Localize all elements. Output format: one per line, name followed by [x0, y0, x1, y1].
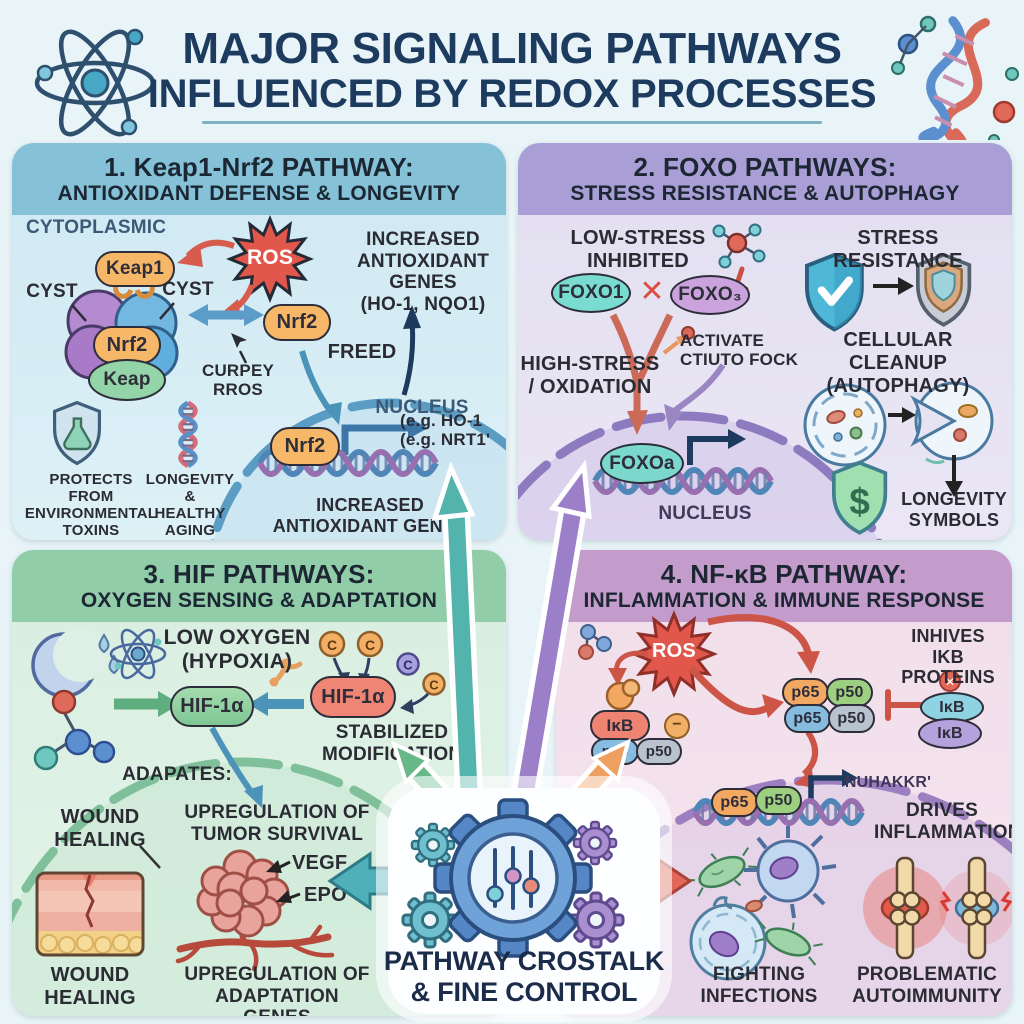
- p65-top-pill: p65: [782, 678, 829, 707]
- ros-label-q4: ROS: [652, 640, 696, 662]
- p65-nucleus-pill: p65: [711, 788, 758, 817]
- drives-inflammation-label: DRIVES INFLAMMATION: [874, 800, 1012, 843]
- foxo1-pill: FOXO1: [551, 273, 631, 313]
- dollar-shield-icon: $: [831, 460, 888, 535]
- pathway-crosstalk-label: PATHWAY CROSTALK & FINE CONTROL: [383, 946, 665, 1008]
- p65-mid-pill: p65: [784, 704, 831, 733]
- c-glyph-4: C: [429, 678, 439, 693]
- panel3-title: 3. HIF PATHWAYS:: [143, 558, 375, 589]
- panel4-header: 4. NF-κB PATHWAY: INFLAMMATION & IMMUNE …: [556, 550, 1012, 622]
- nuhakkr-label: NUHAKKR': [844, 774, 932, 791]
- nrf2-nucleus-pill: Nrf2: [270, 427, 340, 466]
- panel3-subtitle: OXYGEN SENSING & ADAPTATION: [80, 588, 438, 612]
- p50-left-pill: p50: [636, 738, 682, 765]
- low-oxygen-label: LOW OXYGEN (HYPOXIA): [163, 626, 311, 673]
- skin-cross-section-icon: [35, 871, 145, 957]
- page-title-line1: MAJOR SIGNALING PATHWAYS: [182, 24, 842, 73]
- title-underline: [202, 121, 822, 124]
- hif1a-stabilized-pill: HIF-1α: [310, 676, 396, 718]
- minus-circle: −: [664, 713, 690, 739]
- panel1-header: 1. Keap1-Nrf2 PATHWAY: ANTIOXIDANT DEFEN…: [12, 143, 506, 215]
- panel3-header: 3. HIF PATHWAYS: OXYGEN SENSING & ADAPTA…: [12, 550, 506, 622]
- moon-icon: [31, 628, 120, 698]
- activate-label: ACTIVATE CTIUTO FOCK: [680, 331, 799, 370]
- wound-healing-caption: WOUND HEALING: [44, 964, 136, 1009]
- upregulation-adaptation-caption: UPREGULATION OF ADAPTATION GENES: [184, 964, 370, 1016]
- panel2-title: 2. FOXO PATHWAYS:: [633, 151, 897, 182]
- cellular-cleanup-label: CELLULAR CLEANUP (AUTOPHAGY): [826, 329, 970, 397]
- freed-label: FREED: [327, 341, 397, 363]
- nucleus-label-q2: NUCLEUS: [658, 503, 752, 524]
- bacterium-icon-2: [754, 921, 823, 966]
- stress-resistance-label: STRESS RESISTANCE: [833, 227, 963, 272]
- keap-pill: Keap: [88, 359, 166, 401]
- vegf-label: VEGF: [292, 852, 348, 874]
- wound-healing-label: WOUND HEALING: [54, 806, 146, 851]
- inhives-label: INHIVES IKB PROTEINS: [901, 626, 995, 688]
- dna-icon: [178, 400, 198, 468]
- oxygen-molecule-icon: [33, 689, 116, 771]
- panel4-title: 4. NF-κB PATHWAY:: [660, 558, 908, 589]
- fighting-infections-label: FIGHTING INFECTIONS: [700, 964, 818, 1007]
- low-stress-label: LOW-STRESS INHIBITED: [570, 227, 706, 272]
- stabilized-label: STABILIZED MODIFICATION: [322, 722, 463, 765]
- ikb-left-pill: IκB: [590, 710, 650, 741]
- immune-cell-icon: [744, 826, 837, 919]
- c-glyph-3: C: [403, 658, 413, 673]
- adapates-label: ADAPATES:: [122, 764, 232, 785]
- upregulation-tumor-label: UPREGULATION OF TUMOR SURVIVAL: [184, 802, 370, 845]
- panel2-header: 2. FOXO PATHWAYS: STRESS RESISTANCE & AU…: [518, 143, 1012, 215]
- ros-label: ROS: [246, 246, 294, 269]
- example-genes-label: (e.g. HO-1 (e.g. NRT1': [400, 411, 491, 450]
- increased-genes-bottom-label: INCREASED ANTIOXIDANT GENES: [272, 495, 468, 536]
- panel-keap1-nrf2: 1. Keap1-Nrf2 PATHWAY: ANTIOXIDANT DEFEN…: [12, 143, 506, 540]
- autoimmune-joint-icon: [939, 856, 1012, 960]
- inflamed-joint-icon: [863, 856, 947, 960]
- foxo3-pill: FOXO₃: [670, 275, 750, 315]
- bacterium-icon-1: [685, 847, 759, 897]
- panel1-subtitle: ANTIOXIDANT DEFENSE & LONGEVITY: [57, 181, 461, 205]
- p50-mid-pill: p50: [828, 704, 875, 733]
- inhibit-x-mark: ✕: [639, 275, 665, 308]
- keap1-pill: Keap1: [95, 251, 175, 287]
- protects-label: PROTECTS FROM ENVIRONMENTAL TOXINS: [24, 471, 158, 540]
- molecule-icon-q4: [578, 624, 612, 660]
- panel-foxo: 2. FOXO PATHWAYS: STRESS RESISTANCE & AU…: [518, 143, 1012, 540]
- shield-flask-icon: [52, 401, 102, 465]
- panel4-subtitle: INFLAMMATION & IMMUNE RESPONSE: [583, 588, 985, 612]
- ikb-purple-pill: IκB: [918, 718, 982, 749]
- slider-knob-coral: [522, 877, 540, 895]
- longevity-symbols-label: LONGEVITY SYMBOLS: [901, 489, 1007, 530]
- foxoa-pill: FOXOa: [600, 443, 684, 484]
- p50-nucleus-pill: p50: [755, 786, 802, 815]
- p65-left-pill: p65: [591, 738, 639, 765]
- problematic-autoimmunity-label: PROBLEMATIC AUTOIMMUNITY: [852, 964, 1002, 1007]
- slider-knob-pink: [504, 867, 522, 885]
- longevity-label: LONGEVITY & HEALTHY AGING: [145, 471, 235, 540]
- p50-top-pill: p50: [826, 678, 873, 707]
- nrf2-freed-pill: Nrf2: [263, 304, 331, 341]
- epo-label: EPO: [304, 884, 347, 906]
- cytoplasmic-label: CYTOPLASMIC: [26, 217, 167, 238]
- increased-genes-top-label: INCREASED ANTIOXIDANT GENES (HO-1, NQO1): [356, 229, 490, 315]
- page-title-line2: INFLUENCED BY REDOX PROCESSES: [147, 72, 877, 116]
- c-glyph-1: C: [327, 637, 337, 653]
- panel1-title: 1. Keap1-Nrf2 PATHWAY:: [104, 151, 414, 182]
- cyst-left-label: CYST: [26, 281, 78, 302]
- c-glyph-2: C: [365, 637, 375, 653]
- dollar-glyph: $: [849, 481, 869, 522]
- cyst-right-label: CYST: [162, 279, 214, 300]
- panel2-subtitle: STRESS RESISTANCE & AUTOPHAGY: [570, 181, 960, 205]
- curpey-label: CURPEY RROS: [201, 361, 275, 400]
- high-stress-label: HIGH-STRESS / OXIDATION: [520, 353, 660, 398]
- hif1a-active-pill: HIF-1α: [170, 686, 254, 727]
